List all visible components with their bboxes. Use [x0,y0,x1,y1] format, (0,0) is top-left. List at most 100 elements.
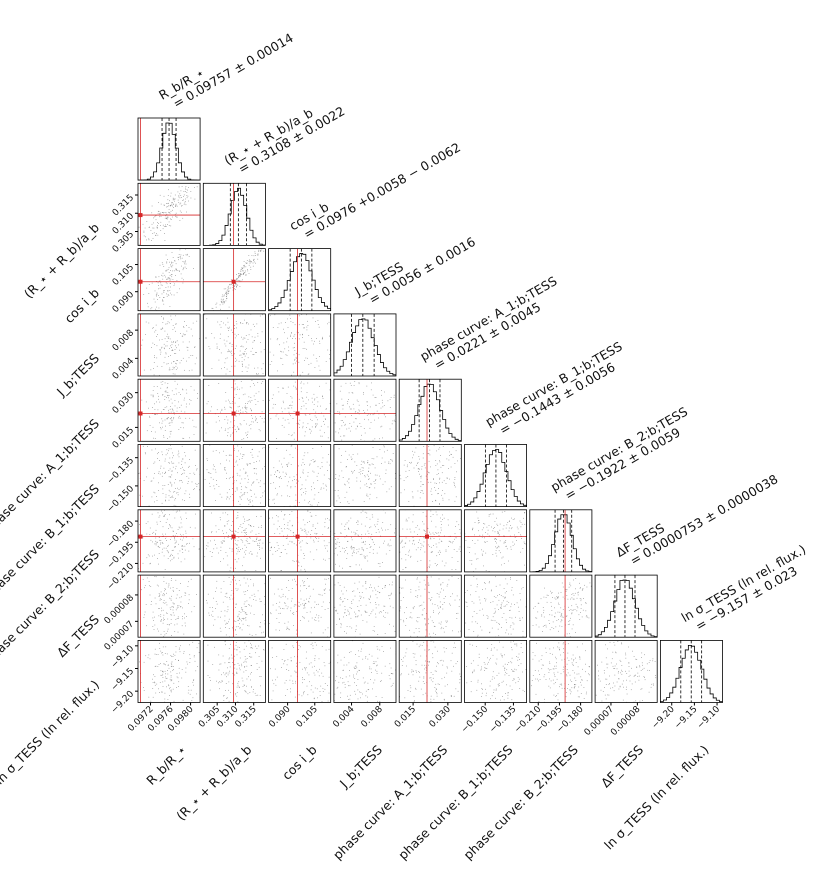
scatter-point [222,540,224,542]
scatter-point [261,331,263,333]
scatter-point [179,527,181,529]
scatter-point [193,268,194,269]
scatter-point [285,354,287,356]
scatter-point [316,542,317,543]
scatter-point [281,530,283,532]
scatter-point [523,517,524,519]
density-level-3 [160,201,178,221]
scatter-point [428,453,430,455]
scatter-point [134,645,135,646]
scatter-point [418,542,419,543]
scatter-point [311,383,312,384]
scatter-point [229,283,231,285]
scatter-point [350,456,352,458]
scatter-point [223,540,225,542]
contour-2 [291,401,313,422]
scatter-point [301,529,303,531]
scatter-point [176,216,178,218]
scatter-point [171,274,173,275]
scatter-point [240,424,242,426]
scatter-point [267,418,268,419]
scatter-point [296,423,298,424]
scatter-point [227,288,229,290]
scatter-point [371,514,373,516]
scatter-point [374,487,376,489]
scatter-point [288,350,290,352]
scatter-point [240,539,242,540]
scatter-point [362,461,364,463]
scatter-point [375,482,376,483]
scatter-point [221,410,223,411]
scatter-point [320,488,322,490]
scatter-point [344,520,345,521]
scatter-point [191,176,192,177]
panel-frame [202,313,266,377]
scatter-point [177,606,179,608]
scatter-point [246,353,247,355]
scatter-point [223,558,224,560]
scatter-point [175,324,177,325]
scatter-point [312,401,313,403]
scatter-point [361,547,363,548]
scatter-point [179,256,181,258]
scatter-point [287,522,289,524]
scatter-point [164,460,166,462]
scatter-point [148,505,150,507]
scatter-point [190,386,192,387]
scatter-point [209,505,210,506]
scatter-point [375,479,377,480]
scatter-point [327,573,328,574]
scatter-point [139,472,141,474]
scatter-point [170,430,172,432]
scatter-point [164,274,166,276]
scatter-point [222,309,223,310]
scatter-point [177,487,178,489]
scatter-point [168,583,170,585]
scatter-point [317,401,319,403]
scatter-point [258,249,260,251]
scatter-point [363,392,364,393]
scatter-point [157,234,159,236]
scatter-point [302,334,303,336]
scatter-point [505,527,507,529]
panel-frame [333,378,397,442]
scatter-point [305,357,307,359]
scatter-point [182,341,184,343]
scatter-point [363,378,364,379]
scatter-point [164,473,165,474]
scatter-point [379,449,381,450]
scatter-point [175,540,177,542]
scatter-point [244,355,246,357]
scatter-point [389,539,390,540]
scatter-point [327,426,329,428]
scatter-point [289,454,291,456]
scatter-point [433,534,435,535]
scatter-point [141,382,142,383]
scatter-point [240,574,241,575]
scatter-point [366,385,368,387]
scatter-point [250,525,252,526]
scatter-point [148,284,150,285]
scatter-point [260,497,262,498]
scatter-point [173,525,174,526]
scatter-point [317,466,319,468]
scatter-point [166,612,167,614]
scatter-point [143,231,145,233]
scatter-point [231,400,232,401]
scatter-point [189,399,191,400]
scatter-point [151,601,152,602]
scatter-point [267,245,268,246]
scatter-point [248,374,249,375]
scatter-point [321,486,322,487]
scatter-point [227,496,229,498]
scatter-point [290,486,292,487]
scatter-point [178,401,179,403]
scatter-point [220,321,222,322]
scatter-point [545,528,546,529]
scatter-point [152,227,154,229]
scatter-point [350,477,351,478]
scatter-point [144,611,146,613]
scatter-point [172,203,174,205]
scatter-point [229,406,231,408]
scatter-point [232,488,233,489]
